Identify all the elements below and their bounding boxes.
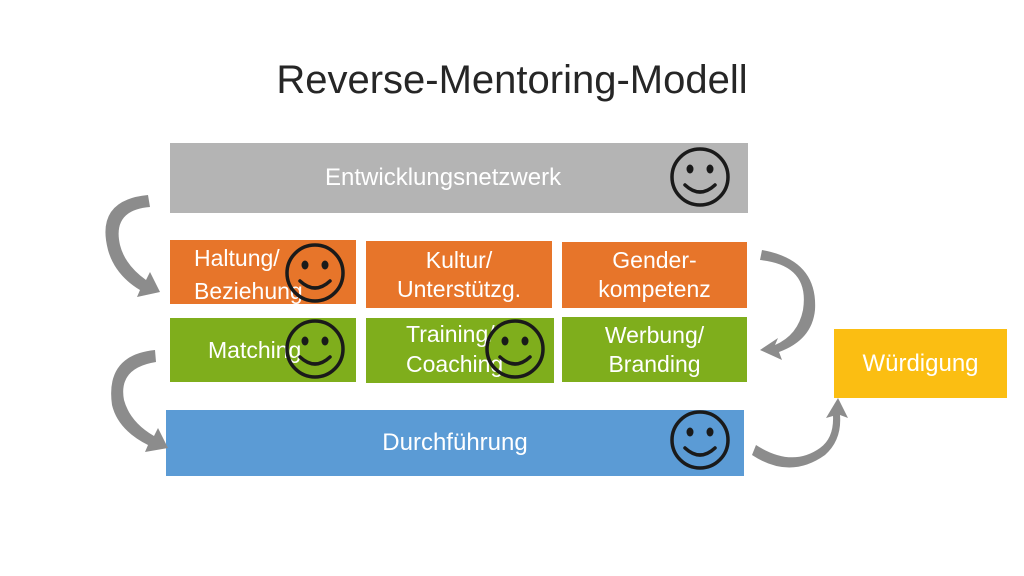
smiley-face-icon	[670, 147, 730, 207]
box-label-line1: Kultur/	[425, 246, 493, 273]
box-label-line2: Beziehung	[194, 278, 303, 305]
smiley-face-icon	[485, 319, 545, 379]
curved-arrow-icon	[105, 195, 160, 297]
box-gender-kompetenz: Gender- kompetenz	[562, 242, 747, 308]
curved-arrow-icon	[752, 398, 848, 468]
box-kultur-unterstuetzung: Kultur/ Unterstützg.	[366, 241, 552, 308]
box-werbung-branding: Werbung/ Branding	[562, 317, 747, 382]
box-label-line1: Haltung/	[194, 245, 280, 271]
curved-arrow-icon	[760, 250, 816, 360]
curved-arrow-icon	[111, 350, 168, 452]
box-label-line2: Unterstützg.	[397, 275, 521, 302]
box-label-line1: Werbung/	[604, 321, 705, 348]
smiley-face-icon	[285, 243, 345, 303]
box-haltung-beziehung: Haltung/ Beziehung	[170, 240, 356, 304]
box-label-line2: kompetenz	[598, 276, 711, 302]
box-label: Würdigung	[862, 349, 979, 377]
box-training-coaching: Training/ Coaching	[366, 318, 554, 383]
box-durchfuehrung: Durchführung	[166, 410, 744, 476]
box-matching: Matching	[170, 318, 356, 382]
box-label: Entwicklungsnetzwerk	[325, 164, 562, 191]
box-label-line2: Branding	[608, 350, 701, 377]
smiley-face-icon	[285, 319, 345, 379]
box-label-line1: Gender-	[612, 247, 697, 274]
smiley-face-icon	[670, 410, 730, 470]
page-title: Reverse-Mentoring-Modell	[276, 58, 748, 102]
box-wuerdigung: Würdigung	[834, 329, 1007, 398]
box-entwicklungsnetzwerk: Entwicklungsnetzwerk	[170, 143, 748, 213]
box-label-line1: Training/	[406, 321, 495, 347]
box-label: Durchführung	[382, 429, 528, 456]
